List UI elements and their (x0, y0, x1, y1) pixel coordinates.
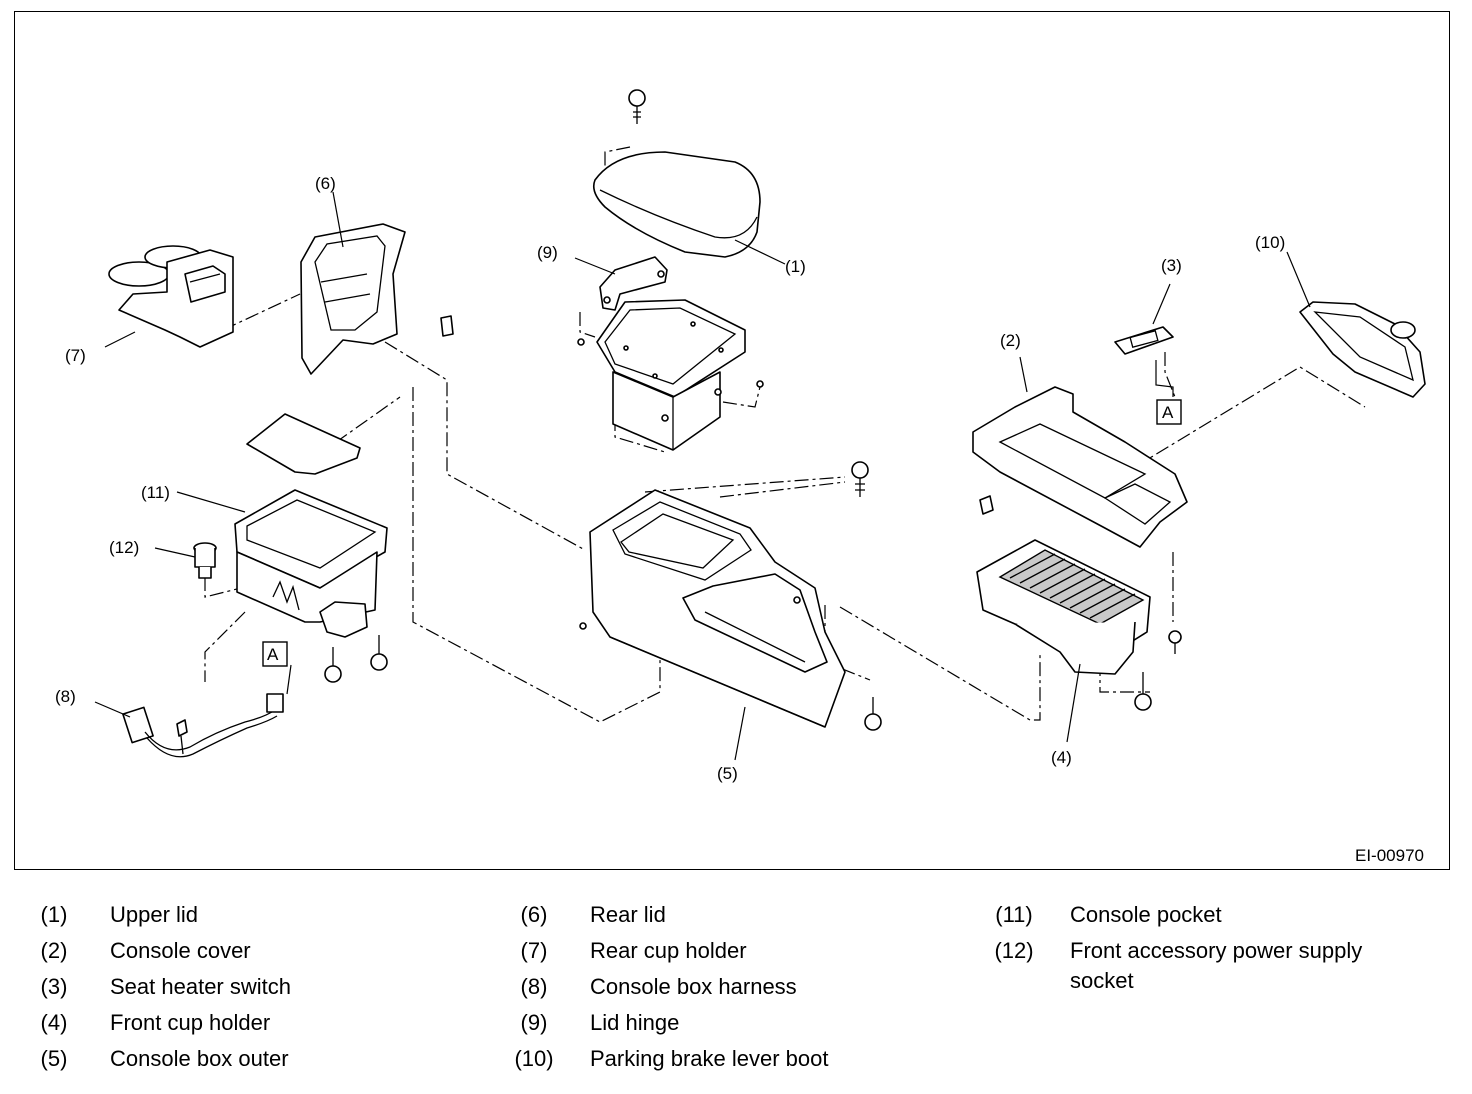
svg-text:A: A (1162, 403, 1174, 422)
console-pocket (234, 489, 388, 683)
front-cup-holder (976, 539, 1152, 711)
callout-2: (2) (1000, 331, 1021, 350)
connector-tag-right: A (1156, 399, 1182, 425)
console-cover (972, 386, 1188, 654)
console-pocket-mat (246, 413, 361, 475)
upper-lid (592, 89, 761, 258)
callout-12: (12) (109, 538, 139, 557)
callout-7: (7) (65, 346, 86, 365)
rear-lid (300, 223, 454, 375)
leader-lines (94, 191, 1311, 761)
parking-brake-lever-boot (1299, 301, 1426, 398)
console-inner-box (577, 299, 764, 451)
callout-8: (8) (55, 687, 76, 706)
connector-tag-left: A (262, 641, 288, 667)
callout-10: (10) (1255, 233, 1285, 252)
callout-3: (3) (1161, 256, 1182, 275)
seat-heater-switch (1114, 326, 1174, 355)
console-box-outer (579, 461, 882, 731)
callout-5: (5) (717, 764, 738, 783)
screw-small-icon (577, 338, 764, 422)
exploded-diagram: A A (1) (2) (3) (4) (5) (6) (7) (8) (9) … (55, 89, 1426, 865)
figure-id-label: EI-00970 (1355, 846, 1424, 865)
lid-hinge (599, 256, 668, 311)
parts-legend: (1)Upper lid (2)Console cover (3)Seat he… (40, 902, 1363, 1071)
callout-4: (4) (1051, 748, 1072, 767)
callout-6: (6) (315, 174, 336, 193)
screw-top-icon (628, 89, 646, 124)
clip-icon (1168, 630, 1182, 654)
screw-bottom-right-icon (1134, 672, 1152, 711)
callout-11: (11) (141, 483, 170, 502)
callout-labels: (1) (2) (3) (4) (5) (6) (7) (8) (9) (10)… (55, 174, 1285, 783)
callout-1: (1) (785, 257, 806, 276)
front-accessory-power-socket (193, 542, 217, 579)
rear-cup-holder (108, 245, 234, 348)
screw-bolt-icon (851, 461, 882, 731)
exploded-diagram-frame: A A (1) (2) (3) (4) (5) (6) (7) (8) (9) … (14, 11, 1450, 870)
callout-9: (9) (537, 243, 558, 262)
screw-bottom-left-icon (324, 635, 388, 683)
svg-text:A: A (267, 645, 279, 664)
console-box-harness (122, 693, 284, 758)
